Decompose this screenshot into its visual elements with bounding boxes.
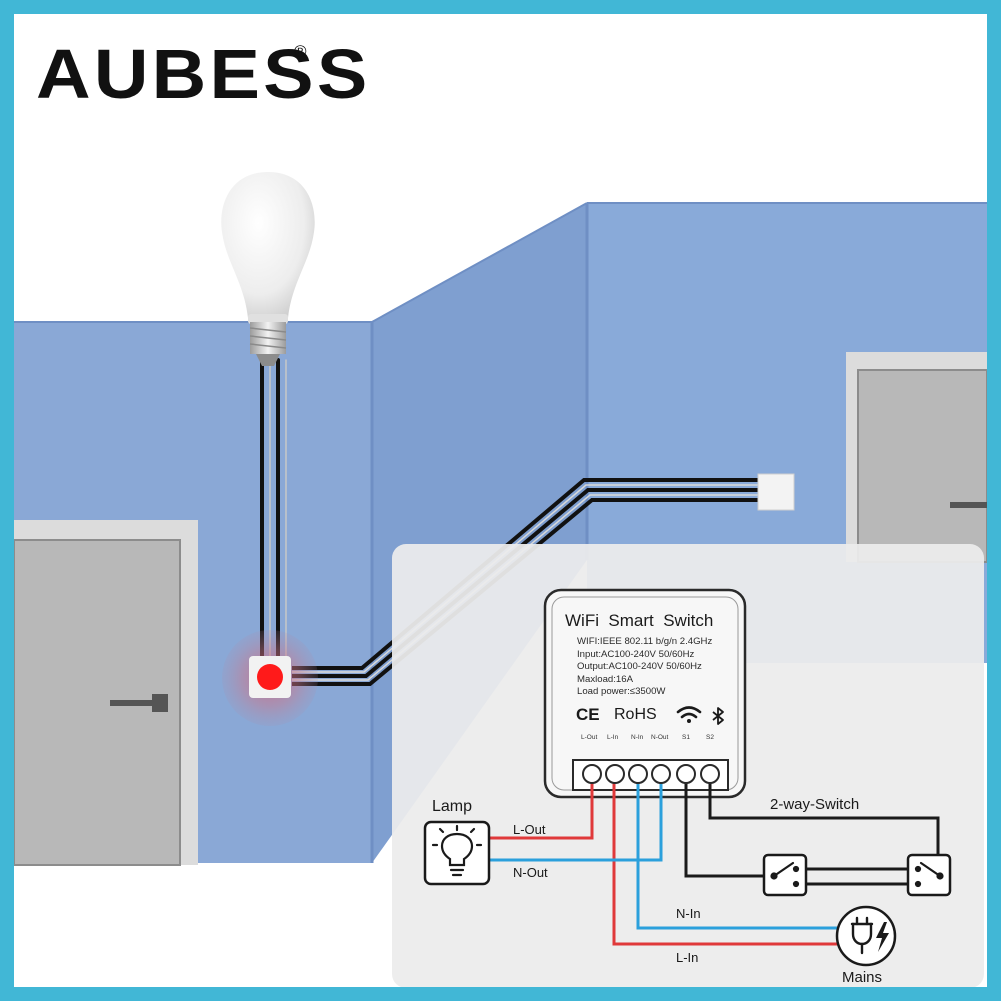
terminal-n-out: [651, 764, 671, 784]
lightning-icon: [876, 922, 889, 952]
status-led: [257, 664, 283, 690]
ce-mark: CE: [576, 705, 600, 724]
wiring-lines: [489, 778, 940, 946]
two-way-switch-b: [906, 853, 952, 897]
bulb-icon: [431, 824, 483, 877]
light-bulb: [221, 172, 315, 366]
rohs-mark: RoHS: [614, 706, 657, 723]
device-specs: WIFI:IEEE 802.11 b/g/n 2.4GHz Input:AC10…: [577, 636, 712, 699]
spec-line: Load power:≤3500W: [577, 686, 666, 697]
spec-line: Input:AC100-240V 50/60Hz: [577, 648, 695, 660]
n-in-label: N-In: [676, 906, 701, 921]
brand-name: AUBESS: [36, 35, 371, 113]
terminal-l-out: [582, 764, 602, 784]
terminal-label: L-In: [607, 734, 619, 741]
mains-outlet: [835, 905, 897, 967]
terminal-block: [582, 764, 720, 784]
brand-text: AUBESS: [36, 34, 367, 114]
far-switch-box: [757, 473, 795, 511]
spec-line: Output:AC100-240V 50/60Hz: [577, 661, 702, 672]
terminal-n-in: [628, 764, 648, 784]
terminal-label: N-Out: [651, 734, 669, 741]
bluetooth-icon: [712, 707, 724, 725]
ceiling-wire: [260, 358, 287, 674]
terminal-l-in: [605, 764, 625, 784]
lamp-box: [423, 820, 491, 886]
wifi-icon: [676, 706, 702, 723]
spec-line: Maxload:16A: [577, 673, 633, 685]
l-out-label: L-Out: [513, 822, 546, 837]
device-title: WiFi Smart Switch: [565, 611, 714, 630]
door-left: [13, 520, 198, 866]
n-out-label: N-Out: [513, 865, 548, 880]
mains-label: Mains: [842, 969, 883, 986]
installed-switch: [222, 630, 318, 726]
terminal-label: S2: [706, 734, 714, 741]
terminal-label: N-In: [631, 734, 644, 741]
terminal-label: S1: [682, 734, 690, 741]
two-way-switch-a: [762, 853, 808, 897]
terminal-s2: [700, 764, 720, 784]
l-in-label: L-In: [676, 950, 699, 965]
lamp-label: Lamp: [432, 798, 473, 815]
switch-icon: [770, 861, 800, 888]
spec-line: WIFI:IEEE 802.11 b/g/n 2.4GHz: [577, 636, 713, 647]
switch-icon: [914, 861, 944, 888]
terminal-s1: [676, 764, 696, 784]
registered-mark: ®: [294, 42, 307, 61]
terminal-label: L-Out: [581, 734, 598, 741]
two-way-switch-label: 2-way-Switch: [770, 796, 860, 813]
plug-icon: [850, 916, 874, 955]
door-right: [846, 352, 988, 563]
